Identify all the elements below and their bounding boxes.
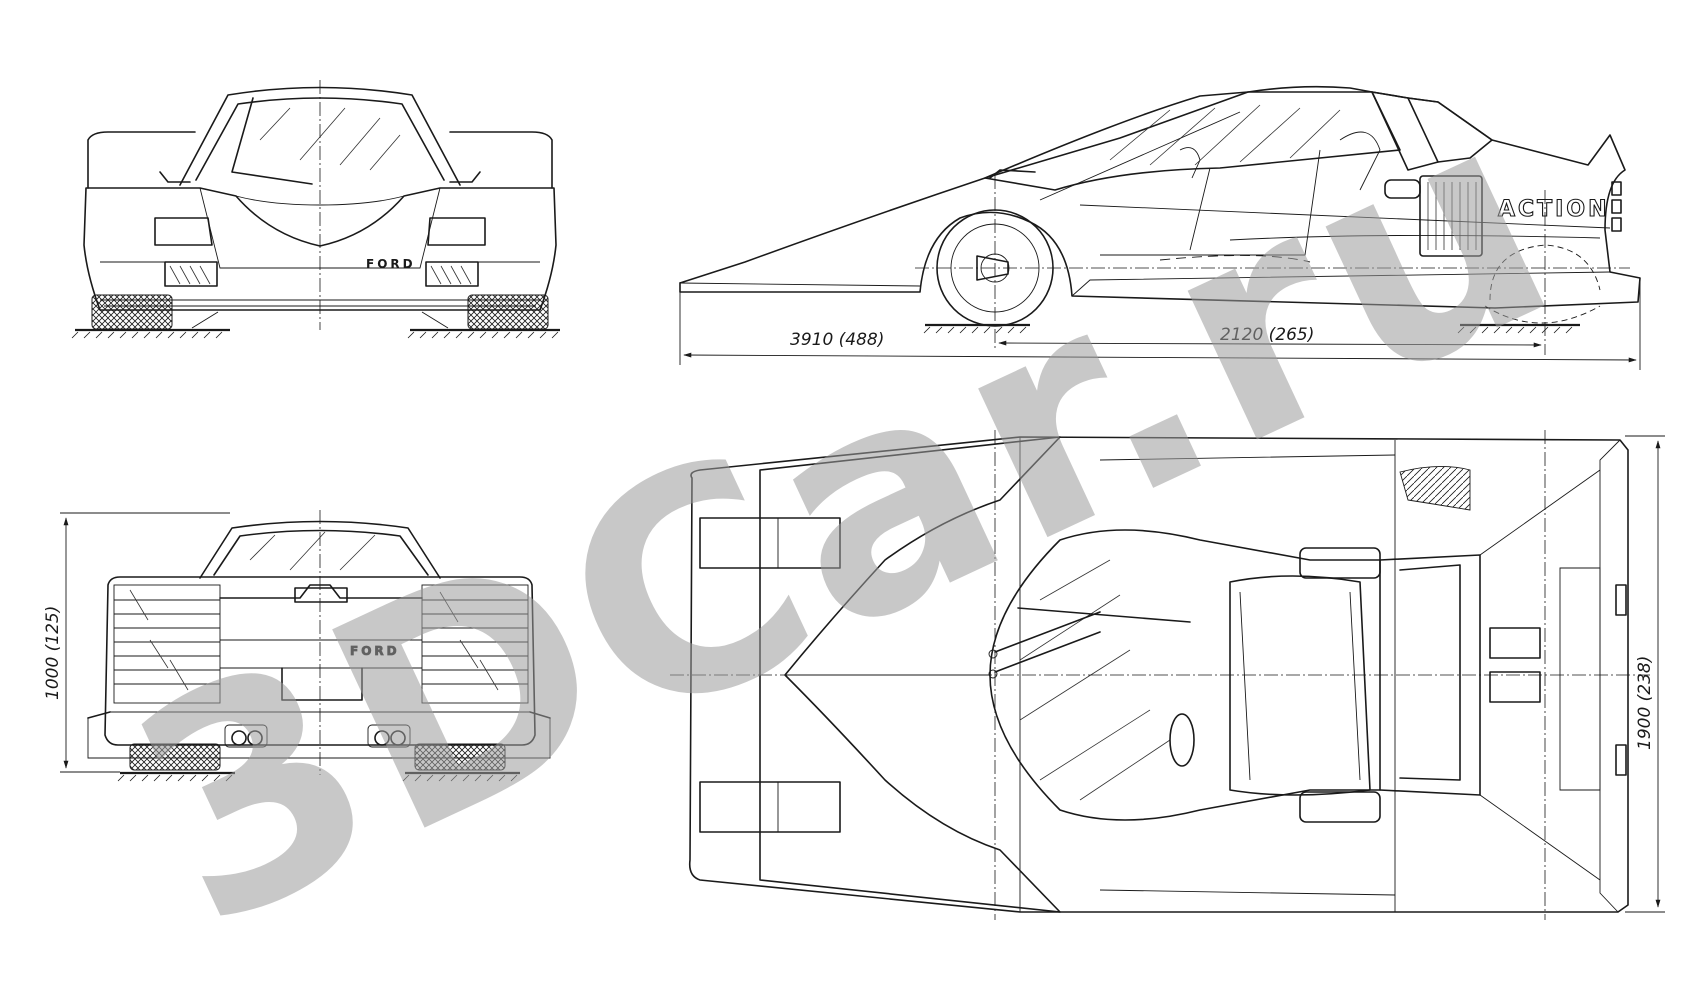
side-lettering: ACTION [1498, 197, 1609, 222]
front-left-tyre [91, 294, 173, 330]
top-view: 1900 (238) [670, 430, 1665, 920]
rear-badge: FORD [350, 644, 400, 658]
rear-right-grille [421, 584, 529, 704]
front-right-tyre [467, 294, 549, 330]
front-badge: FORD [366, 257, 416, 271]
rear-view: FORD 1000 (125) [43, 510, 551, 782]
side-view: ACTION 3910 (488) 2120 (2 [679, 85, 1641, 370]
front-view: FORD [71, 80, 560, 339]
dim-overall-length: 3910 (488) [790, 330, 884, 350]
watermark-text: 3DCar.ru [88, 40, 1603, 994]
dim-wheelbase: 2120 (265) [1220, 325, 1314, 345]
dim-overall-width: 1900 (238) [1635, 656, 1655, 750]
rear-left-grille [113, 584, 221, 704]
dim-overall-height: 1000 (125) [43, 606, 63, 700]
